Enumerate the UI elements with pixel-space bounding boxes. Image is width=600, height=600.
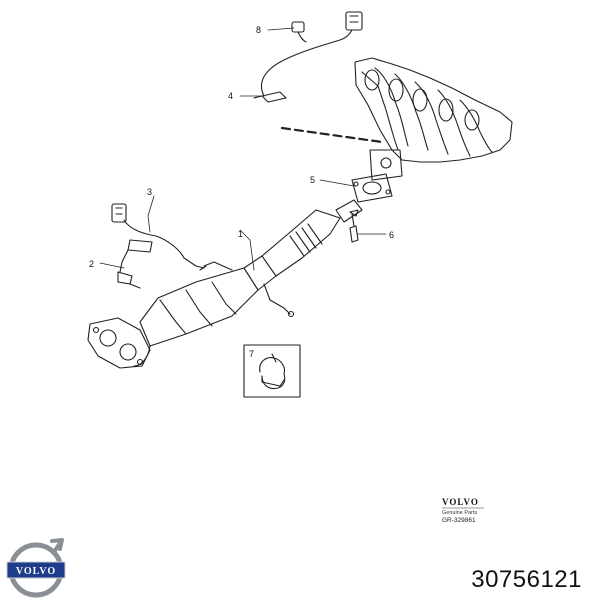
gasket-5 [351,173,393,203]
callout-1: 1 [238,229,243,239]
flange [87,317,151,369]
stamp-genuine-parts: Genuine Parts [442,510,477,516]
bolt-6 [349,209,359,243]
callout-7: 7 [249,349,254,359]
leader-lines [99,27,387,271]
lambda-sensor-upper [253,11,363,103]
callout-6: 6 [389,230,394,240]
clamp-box-7 [243,344,301,398]
stamp-brand: VOLVO [442,497,479,507]
volvo-logo: VOLVO [6,538,66,598]
callout-3: 3 [147,187,152,197]
logo-text: VOLVO [16,566,56,577]
stamp-code: GR-329861 [442,517,476,524]
sensor-lead-dashed [280,126,384,144]
front-pipe [243,199,363,291]
catalytic-converter [133,261,295,367]
callout-2: 2 [89,259,94,269]
callout-5: 5 [310,175,315,185]
callout-8: 8 [256,25,261,35]
exhaust-manifold [354,57,513,181]
lambda-sensor-lower [111,203,205,289]
callout-4: 4 [228,91,233,101]
part-number: 30756121 [471,566,582,593]
genuine-parts-stamp: VOLVO Genuine Parts GR-329861 [442,497,484,524]
